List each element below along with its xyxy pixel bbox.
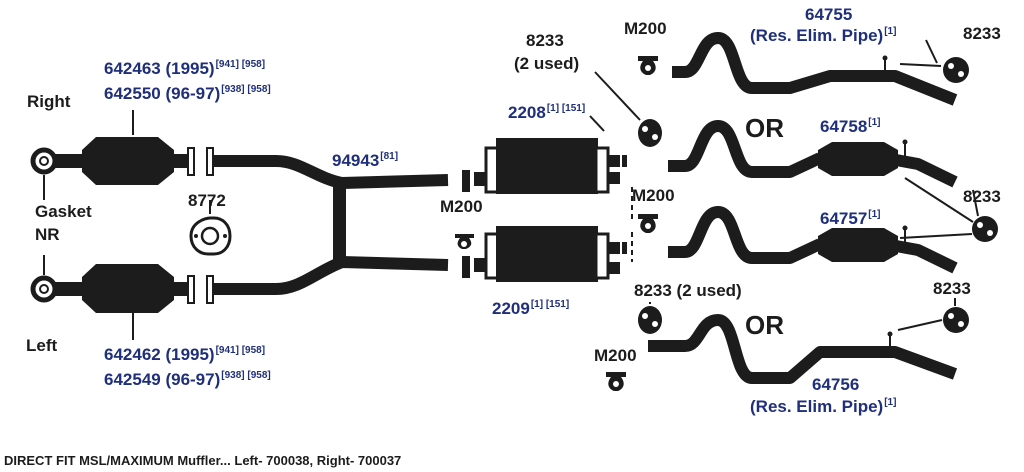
hanger-8233-mid-right-label: 8233 [963,187,1001,206]
or-label-upper: OR [745,113,784,143]
clamp-m200-top-label: M200 [624,19,667,38]
clamp-m200-left-label: M200 [440,197,483,216]
tail-pipe-64758 [668,120,958,188]
footer-caption: DIRECT FIT MSL/MAXIMUM Muffler... Left- … [4,453,402,468]
tail-pipe-64756-label: 64756 [812,375,860,394]
tail-pipe-64756 [648,314,958,384]
tail-pipe-64755 [672,32,958,106]
nr-label: NR [35,225,60,244]
left-catalytic-converter-96-97-label: 642549 (96-97)[938] [958] [104,370,271,389]
hanger-8233-mid-right [972,216,998,242]
muffler-2208 [462,138,627,194]
muffler-2209-label: 2209[1] [151] [492,299,570,318]
right-label: Right [27,92,71,111]
hanger-8233-lower-label: 8233 (2 used) [634,281,742,300]
right-catalytic-converter [30,137,195,185]
clamp-m200-bottom-label: M200 [594,346,637,365]
hanger-8233-lower-left [638,306,662,334]
tail-pipe-64758-label: 64758[1] [820,117,881,136]
hanger-8233-bottom-right [943,307,969,333]
right-catalytic-converter-1995-label: 642463 (1995)[941] [958] [104,59,266,78]
tail-pipe-64757-label: 64757[1] [820,209,881,228]
clamp-m200-bottom [606,372,626,391]
clamp-m200-mid [638,214,658,233]
clamp-m200-mid-label: M200 [632,186,675,205]
y-pipe-94943 [206,147,449,304]
hanger-8233-upper-label: 8233 [526,31,564,50]
muffler-2209 [462,226,627,282]
hanger-8233-bottom-right-label: 8233 [933,279,971,298]
left-catalytic-converter [30,264,195,313]
hanger-8233-top-right-label: 8233 [963,24,1001,43]
gasket-8772 [189,216,232,256]
tail-pipe-64755-sub-label: (Res. Elim. Pipe)[1] [750,26,897,45]
tail-pipe-64756-sub-label: (Res. Elim. Pipe)[1] [750,397,897,416]
tail-pipe-64755-label: 64755 [805,5,853,24]
hanger-2-used-upper-label: (2 used) [514,54,580,73]
y-pipe-94943-label: 94943[81] [332,151,399,170]
leader-lines [43,39,979,340]
gasket-label: Gasket [35,202,92,221]
left-label: Left [26,336,58,355]
gasket-8772-label: 8772 [188,191,226,210]
clamp-m200-left [455,234,474,249]
hanger-8233-top-right [943,57,969,83]
tail-pipe-64757 [668,206,958,274]
muffler-2208-label: 2208[1] [151] [508,103,586,122]
clamp-m200-top [638,56,658,75]
right-catalytic-converter-96-97-label: 642550 (96-97)[938] [958] [104,84,271,103]
or-label-lower: OR [745,310,784,340]
hanger-8233-upper-left [638,119,662,147]
left-catalytic-converter-1995-label: 642462 (1995)[941] [958] [104,345,266,364]
